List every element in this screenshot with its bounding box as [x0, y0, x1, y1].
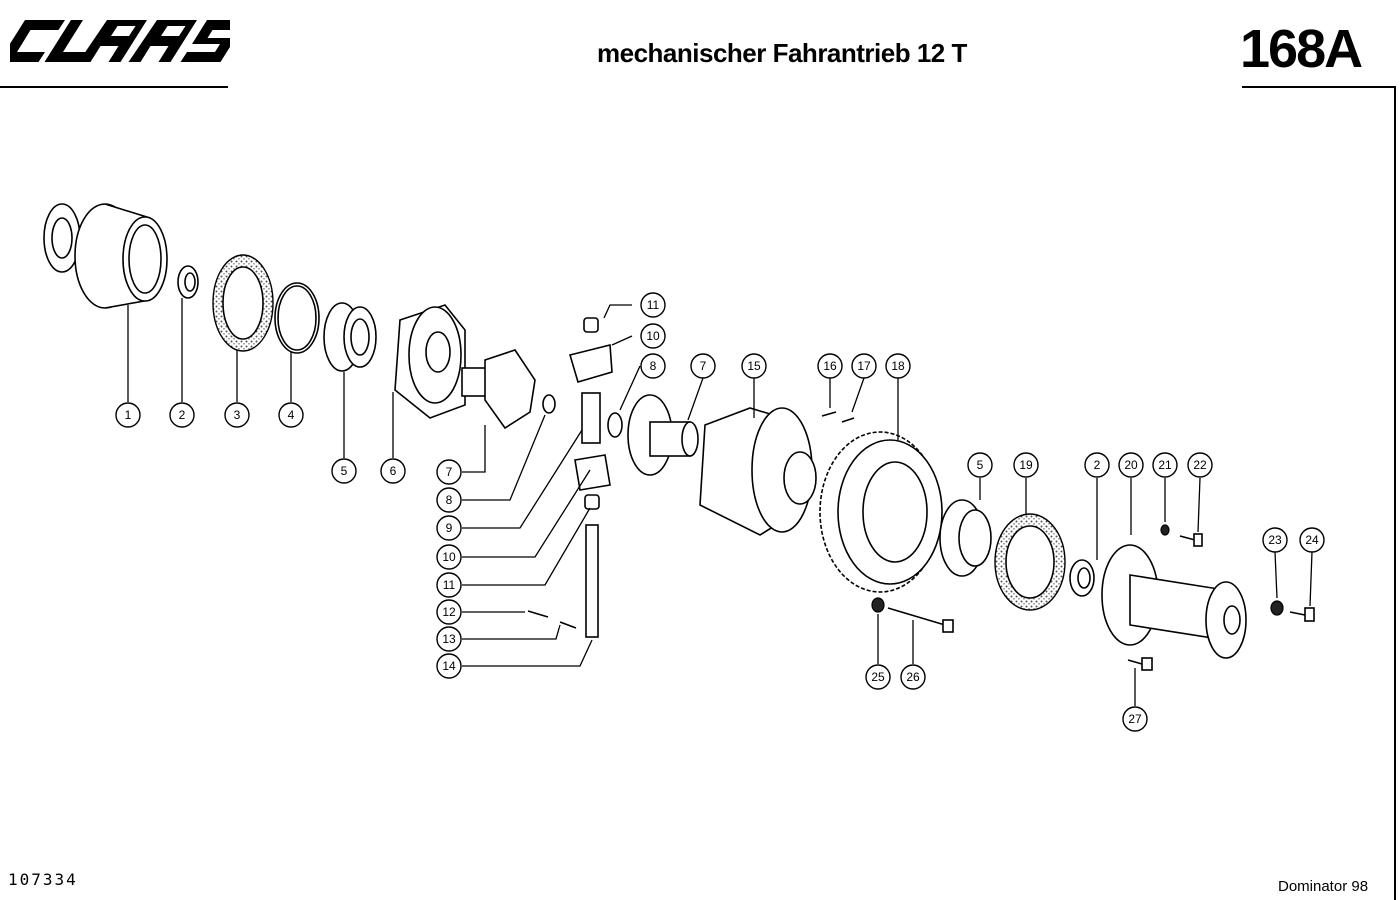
svg-text:27: 27	[1128, 712, 1142, 726]
part-21-24-hardware	[1160, 477, 1315, 622]
svg-text:19: 19	[1019, 458, 1033, 472]
callout-14: 14	[436, 653, 462, 679]
part-1-hub-housing	[43, 203, 168, 402]
svg-text:12: 12	[442, 605, 456, 619]
part-15-differential-housing	[699, 378, 817, 536]
callout-19: 19	[1013, 452, 1039, 478]
part-8-snap-ring-right	[607, 365, 641, 438]
svg-text:20: 20	[1124, 458, 1138, 472]
svg-text:13: 13	[442, 632, 456, 646]
svg-text:1: 1	[125, 408, 132, 422]
callout-26: 26	[900, 664, 926, 690]
page-title: mechanischer Fahrantrieb 12 T	[597, 38, 967, 68]
part-27-bolt	[1127, 657, 1153, 706]
svg-text:4: 4	[288, 408, 295, 422]
svg-text:8: 8	[650, 359, 657, 373]
callout-2-right: 2	[1084, 452, 1110, 478]
callout-12: 12	[436, 599, 462, 625]
svg-text:5: 5	[341, 464, 348, 478]
callout-4: 4	[278, 402, 304, 428]
callout-6: 6	[380, 458, 406, 484]
svg-text:2: 2	[179, 408, 186, 422]
callout-23: 23	[1262, 527, 1288, 553]
drawing-number: 107334	[8, 870, 78, 889]
part-2-seal-ring-right	[1069, 478, 1098, 597]
svg-text:9: 9	[446, 521, 453, 535]
part-4-o-ring	[274, 282, 320, 402]
callout-5-right: 5	[967, 452, 993, 478]
part-8-snap-ring-left	[462, 394, 556, 501]
svg-text:6: 6	[390, 464, 397, 478]
page-number: 168A	[1240, 19, 1363, 79]
svg-text:10: 10	[646, 329, 660, 343]
callout-24: 24	[1299, 527, 1325, 553]
callout-1: 1	[115, 402, 141, 428]
header-rule-right	[1242, 86, 1396, 88]
callout-2: 2	[169, 402, 195, 428]
callout-10-top: 10	[640, 323, 666, 349]
callout-21: 21	[1152, 452, 1178, 478]
part-5-bearing-left	[323, 302, 377, 458]
svg-text:17: 17	[857, 359, 871, 373]
part-5-bearing-right	[939, 478, 992, 577]
header-rule-left	[0, 86, 228, 88]
svg-text:3: 3	[234, 408, 241, 422]
callout-20: 20	[1118, 452, 1144, 478]
svg-text:10: 10	[442, 550, 456, 564]
svg-text:21: 21	[1158, 458, 1172, 472]
part-18-crown-gear	[819, 378, 943, 593]
callout-7-right: 7	[690, 353, 716, 379]
svg-text:26: 26	[906, 670, 920, 684]
svg-text:16: 16	[823, 359, 837, 373]
callout-11-top: 11	[640, 292, 666, 318]
svg-text:8: 8	[446, 493, 453, 507]
model-name: Dominator 98	[1278, 878, 1369, 895]
part-20-axle-flange	[1101, 478, 1247, 659]
svg-text:24: 24	[1305, 533, 1319, 547]
callout-25: 25	[865, 664, 891, 690]
svg-text:18: 18	[891, 359, 905, 373]
callout-13: 13	[436, 626, 462, 652]
part-25-26-nut-bolt	[871, 597, 954, 664]
svg-text:11: 11	[443, 578, 456, 592]
svg-text:22: 22	[1193, 458, 1207, 472]
svg-text:5: 5	[977, 458, 984, 472]
svg-text:23: 23	[1268, 533, 1282, 547]
callout-7: 7	[436, 459, 462, 485]
claas-logo	[10, 20, 230, 62]
part-6-flange-cover	[392, 304, 466, 458]
part-16-17-pins	[821, 377, 865, 423]
frame-right-edge	[1394, 86, 1396, 900]
part-3-friction-disc	[212, 254, 274, 402]
callout-8-right: 8	[640, 353, 666, 379]
callout-22: 22	[1187, 452, 1213, 478]
callout-27: 27	[1122, 706, 1148, 732]
part-7-bevel-gear-left	[461, 349, 536, 473]
svg-text:7: 7	[700, 359, 707, 373]
svg-text:14: 14	[442, 659, 456, 673]
svg-text:11: 11	[647, 298, 660, 312]
callout-5: 5	[331, 458, 357, 484]
callout-3: 3	[224, 402, 250, 428]
callout-9: 9	[436, 515, 462, 541]
svg-text:25: 25	[871, 670, 885, 684]
callout-10: 10	[436, 544, 462, 570]
callout-18: 18	[885, 353, 911, 379]
callout-17: 17	[851, 353, 877, 379]
part-9-14-pinion-stack	[462, 304, 633, 667]
svg-text:2: 2	[1094, 458, 1101, 472]
part-2-seal-ring	[177, 265, 199, 402]
svg-text:15: 15	[747, 359, 761, 373]
part-19-friction-disc	[994, 478, 1066, 611]
part-7-side-gear-right	[627, 377, 704, 476]
callout-11: 11	[436, 572, 462, 598]
callout-8: 8	[436, 487, 462, 513]
svg-text:7: 7	[446, 465, 453, 479]
callout-16: 16	[817, 353, 843, 379]
callout-15: 15	[741, 353, 767, 379]
